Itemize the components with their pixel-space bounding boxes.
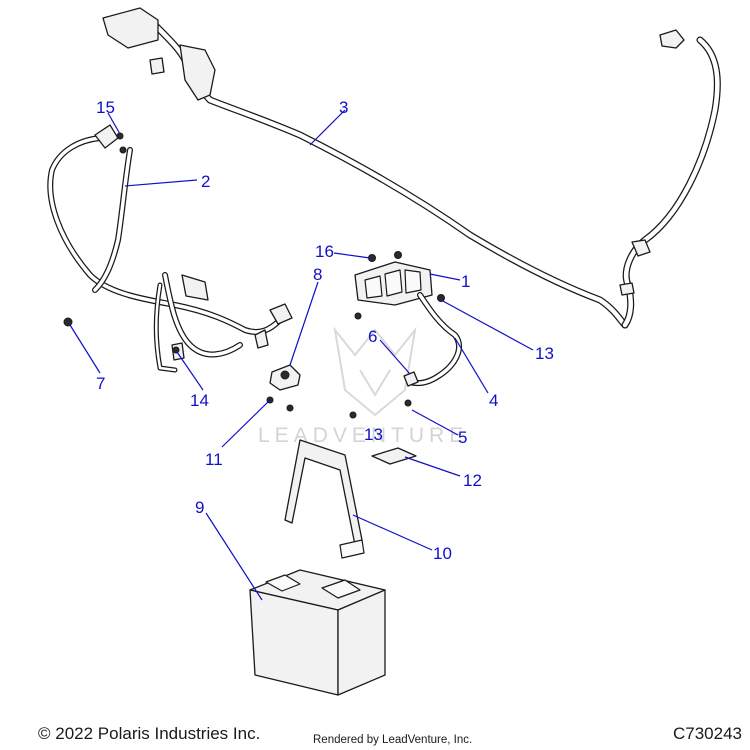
callout-7: 7 [96,374,105,393]
rendered-by-text: Rendered by LeadVenture, Inc. [313,734,473,746]
callout-2: 2 [201,172,210,191]
callout-11: 11 [205,450,223,469]
callout-13a: 13 [535,344,554,363]
callout-14: 14 [190,391,209,410]
callout-15: 15 [96,98,115,117]
battery [249,569,386,696]
callout-1: 1 [461,272,470,291]
leader-lines [69,109,534,601]
hardware [63,132,412,419]
hold-down-strap [284,439,365,559]
callout-16: 16 [315,242,334,261]
diagram-code: C730243 [672,724,742,743]
left-harness [47,124,293,373]
battery-pad [371,447,417,465]
callout-10: 10 [433,544,452,563]
callout-12: 12 [463,471,482,490]
main-cable [102,7,721,329]
callout-4: 4 [489,391,498,410]
callout-5: 5 [458,428,467,447]
callout-labels: 1 2 3 4 5 6 7 8 9 10 11 12 13 13 14 15 1… [96,98,554,563]
copyright-text: © 2022 Polaris Industries Inc. [38,724,261,743]
solenoid [266,364,301,412]
callout-13b: 13 [364,425,383,444]
callout-9: 9 [195,498,204,517]
callout-6: 6 [368,327,377,346]
callout-8: 8 [313,265,322,284]
battery-cable [403,292,462,387]
watermark: LEADVENTURE [258,326,468,447]
watermark-text: LEADVENTURE [258,424,468,447]
callout-3: 3 [339,98,348,117]
fuse-block [354,251,445,320]
